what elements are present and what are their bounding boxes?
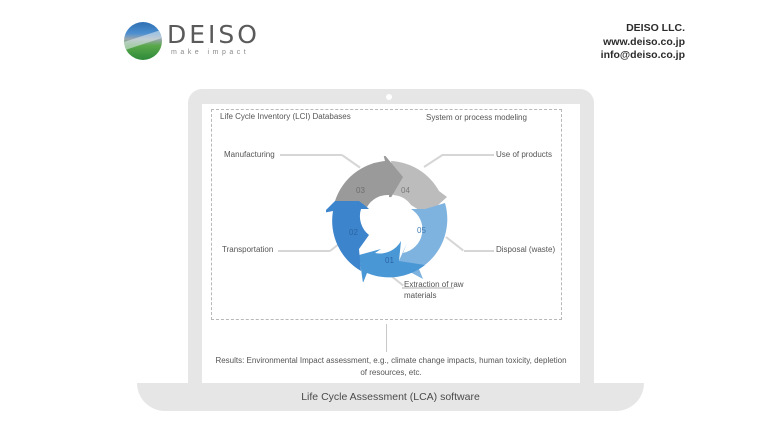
results-line-1: Results: Environmental Impact assessment… bbox=[215, 356, 567, 365]
globe-icon bbox=[124, 22, 162, 60]
company-info: DEISO LLC. www.deiso.co.jp info@deiso.co… bbox=[601, 22, 685, 63]
segment-label-manufacturing: Manufacturing bbox=[224, 150, 275, 159]
lci-database-box bbox=[211, 109, 562, 320]
connector-line bbox=[278, 250, 330, 252]
system-modeling-label: System or process modeling bbox=[426, 113, 527, 122]
segment-number-04: 04 bbox=[401, 186, 410, 195]
laptop-screen: Life Cycle Inventory (LCI) Databases Sys… bbox=[202, 104, 580, 385]
segment-01 bbox=[359, 241, 425, 282]
segment-02 bbox=[326, 189, 369, 271]
logo-wordmark: DEISO bbox=[167, 20, 260, 49]
results-arrow bbox=[386, 324, 387, 352]
results-line-2: of resources, etc. bbox=[360, 368, 422, 377]
laptop-screen-frame: Life Cycle Inventory (LCI) Databases Sys… bbox=[188, 89, 594, 385]
lifecycle-cycle-diagram: 03 04 02 05 01 bbox=[326, 156, 448, 282]
laptop-base: Life Cycle Assessment (LCA) software bbox=[137, 383, 644, 411]
connector-line bbox=[464, 250, 494, 252]
segment-number-02: 02 bbox=[349, 228, 358, 237]
lci-databases-label: Life Cycle Inventory (LCI) Databases bbox=[220, 112, 351, 121]
segment-04 bbox=[391, 161, 447, 215]
connector-line bbox=[402, 287, 454, 289]
segment-05 bbox=[397, 203, 448, 279]
company-website[interactable]: www.deiso.co.jp bbox=[603, 35, 685, 48]
company-email[interactable]: info@deiso.co.jp bbox=[600, 49, 685, 61]
cycle-center bbox=[367, 197, 411, 241]
logo-tagline: make impact bbox=[171, 49, 250, 56]
segment-label-extraction-line2: materials bbox=[404, 291, 437, 300]
segment-label-use: Use of products bbox=[496, 150, 553, 159]
segment-number-05: 05 bbox=[417, 226, 426, 235]
lca-software-label: Life Cycle Assessment (LCA) software bbox=[301, 391, 480, 403]
company-name: DEISO LLC. bbox=[626, 22, 685, 34]
connector-line bbox=[442, 154, 494, 156]
connector-line bbox=[280, 154, 342, 156]
segment-number-01: 01 bbox=[385, 256, 394, 265]
segment-number-03: 03 bbox=[356, 186, 365, 195]
results-text: Results: Environmental Impact assessment… bbox=[208, 355, 574, 379]
segment-label-transportation: Transportation bbox=[222, 245, 274, 254]
deiso-logo: DEISO make impact bbox=[124, 20, 264, 62]
segment-label-extraction-line1: Extraction of raw bbox=[404, 280, 464, 289]
segment-03 bbox=[335, 156, 403, 207]
camera-icon bbox=[386, 94, 392, 100]
segment-label-disposal: Disposal (waste) bbox=[496, 245, 556, 254]
